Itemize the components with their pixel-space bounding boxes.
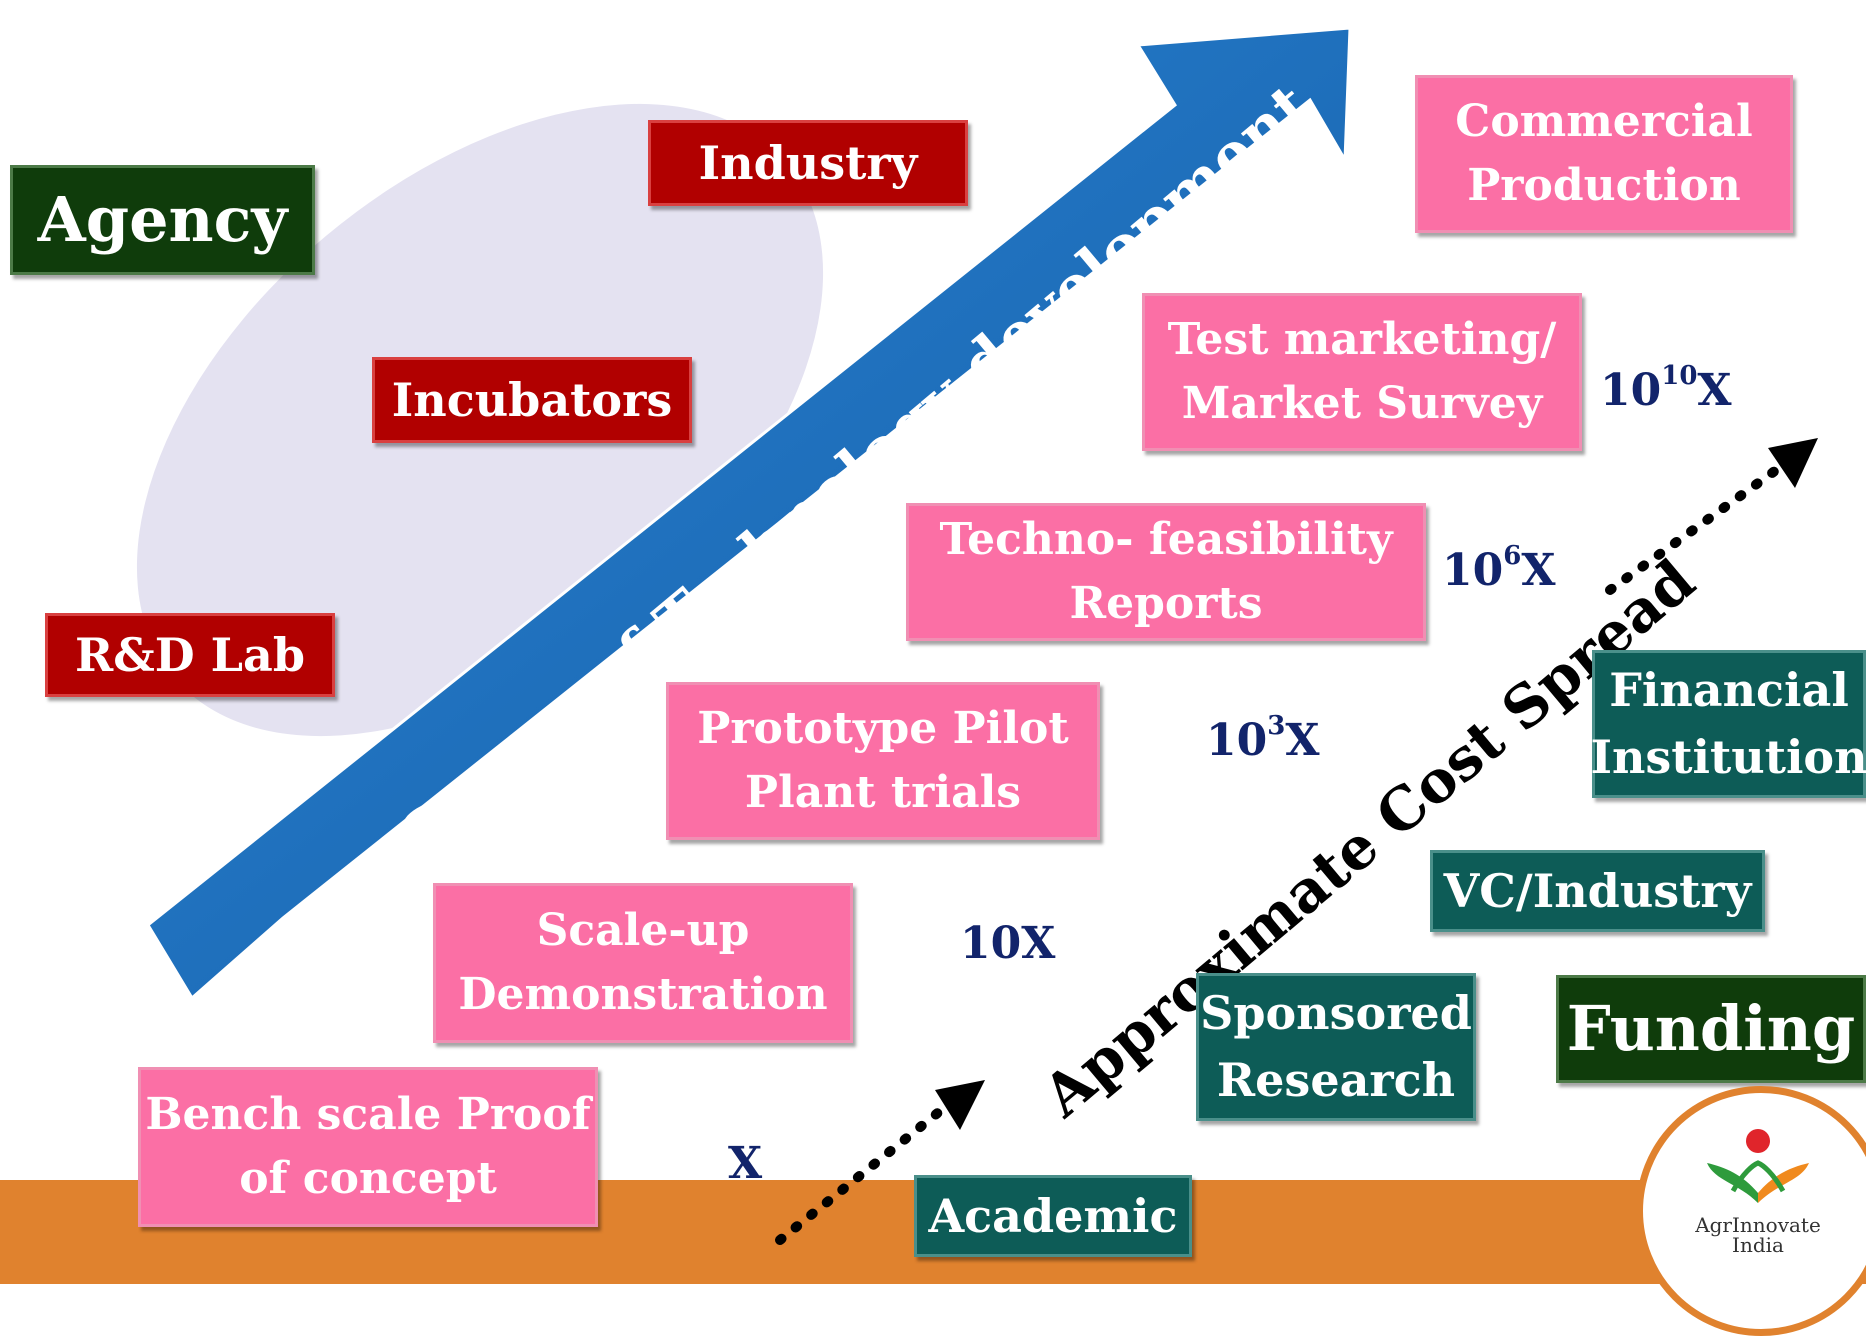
multiplier-x: X xyxy=(728,1138,763,1189)
stages-arrow-icon xyxy=(148,28,1350,998)
agency-incubators-label: Incubators xyxy=(391,372,673,427)
funder-academic: Academic xyxy=(914,1175,1192,1257)
stage-line2: Reports xyxy=(1069,578,1263,629)
stage-line1: Test marketing/ xyxy=(1167,314,1557,366)
funder-financial-institution: Financial Institution xyxy=(1590,650,1866,798)
multiplier-10e3: 103X xyxy=(1206,711,1320,766)
multiplier-10e10: 1010X xyxy=(1600,361,1732,416)
stage-line1: Prototype Pilot xyxy=(697,703,1069,755)
stage-line1: Bench scale Proof xyxy=(145,1089,591,1141)
stage-line2: Production xyxy=(1467,160,1741,211)
agency-industry-label: Industry xyxy=(698,135,918,190)
funder-vc-industry: VC/Industry xyxy=(1430,850,1765,932)
logo-line1: AgrInnovate xyxy=(1695,1213,1821,1237)
stage-prototype-pilot: Prototype Pilot Plant trials xyxy=(666,682,1100,840)
stage-line2: Plant trials xyxy=(744,767,1022,818)
stage-line1: Scale-up xyxy=(536,905,750,957)
stage-bench-scale: Bench scale Proof of concept xyxy=(138,1067,598,1227)
stage-line2: Demonstration xyxy=(458,969,828,1020)
funding-header: Funding xyxy=(1556,975,1866,1083)
agency-rnd-lab-label: R&D Lab xyxy=(75,627,305,682)
funding-header-text: Funding xyxy=(1566,992,1856,1066)
cost-spread-arrows xyxy=(775,438,1818,1245)
stage-line2: of concept xyxy=(239,1153,497,1204)
multiplier-10x: 10X xyxy=(960,918,1056,969)
logo-text: AgrInnovate India xyxy=(1673,1215,1843,1255)
leaf-emblem-icon xyxy=(1707,1129,1809,1203)
multiplier-10e6: 106X xyxy=(1442,541,1556,596)
agrinnovate-logo: AgrInnovate India xyxy=(1636,1086,1866,1336)
stage-scale-up: Scale-up Demonstration xyxy=(433,883,853,1043)
stage-techno-feasibility: Techno- feasibility Reports xyxy=(906,503,1426,641)
stage-line1: Techno- feasibility xyxy=(939,514,1393,566)
funder-line2: Research xyxy=(1216,1053,1456,1107)
funder-label: Academic xyxy=(928,1188,1178,1243)
logo-line2: India xyxy=(1732,1233,1784,1257)
funder-line1: Financial xyxy=(1609,663,1849,718)
agency-header: Agency xyxy=(10,165,315,275)
stage-test-marketing: Test marketing/ Market Survey xyxy=(1142,293,1582,451)
funder-sponsored-research: Sponsored Research xyxy=(1196,973,1476,1121)
funder-line1: Sponsored xyxy=(1200,986,1472,1041)
agency-header-text: Agency xyxy=(37,183,288,257)
stage-commercial-production: Commercial Production xyxy=(1415,75,1793,233)
agency-industry: Industry xyxy=(648,120,968,206)
stage-line1: Commercial xyxy=(1455,96,1753,148)
funder-line2: Institution xyxy=(1590,730,1866,784)
funder-label: VC/Industry xyxy=(1443,863,1752,918)
stage-line2: Market Survey xyxy=(1181,378,1543,429)
agency-rnd-lab: R&D Lab xyxy=(45,613,335,697)
agency-incubators: Incubators xyxy=(372,357,692,443)
